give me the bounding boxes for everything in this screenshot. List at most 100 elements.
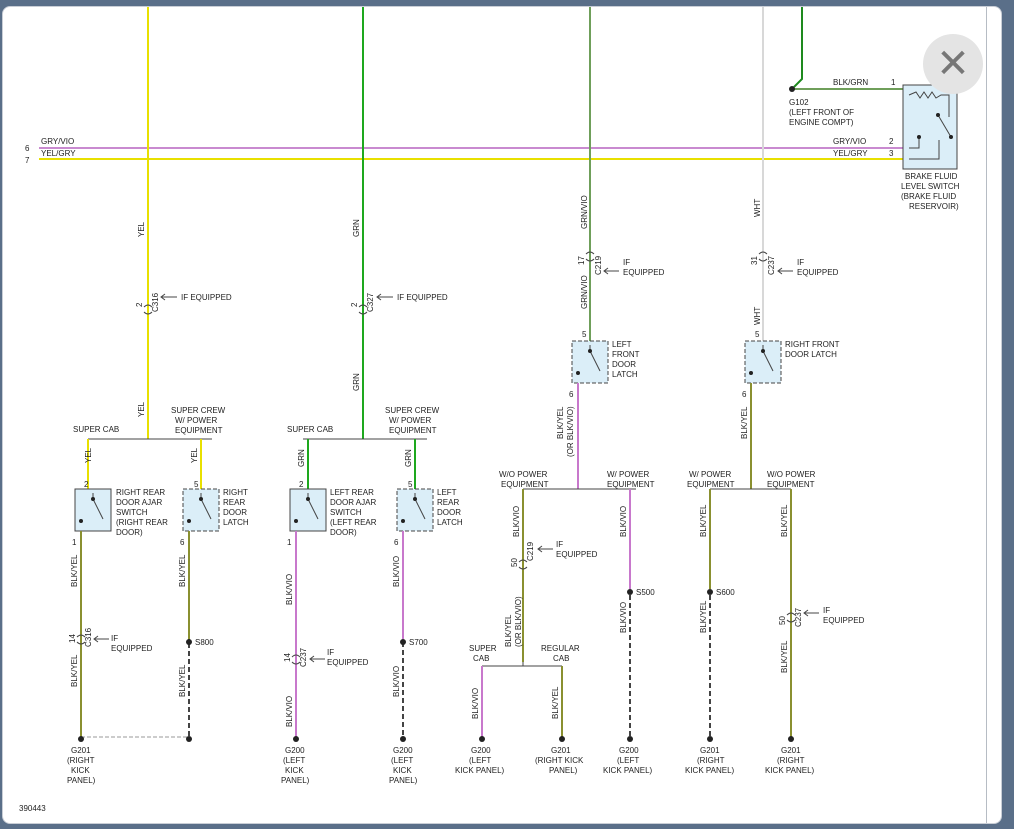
super-cab-lf-1: SUPER bbox=[469, 644, 497, 653]
lr-latch-label-3: DOOR bbox=[437, 508, 461, 517]
regular-cab-lf-1: REGULAR bbox=[541, 644, 580, 653]
wo-power-lf-2: EQUIPMENT bbox=[501, 480, 549, 489]
c237-b-label: C237 bbox=[767, 255, 776, 275]
c219-b-pin: 50 bbox=[510, 558, 519, 567]
brake-switch-contact bbox=[937, 114, 952, 138]
brake-switch-label-1: BRAKE FLUID bbox=[905, 172, 958, 181]
lf-latch-label-4: LATCH bbox=[612, 370, 638, 379]
blk-grn-label: BLK/GRN bbox=[833, 78, 868, 87]
or-blk-vio-lf-label: (OR BLK/VIO) bbox=[566, 406, 575, 457]
brake-switch-internal bbox=[909, 137, 940, 160]
c219-b-arrow bbox=[537, 545, 553, 553]
pin-1-brake-label: 1 bbox=[891, 78, 896, 87]
brake-switch-label-4: RESERVOIR) bbox=[909, 202, 959, 211]
rr-ajar-pin-1: 1 bbox=[72, 538, 77, 547]
lf-latch-label-1: LEFT bbox=[612, 340, 632, 349]
wo-power-rf-2: EQUIPMENT bbox=[767, 480, 815, 489]
lr-ajar-node bbox=[306, 497, 310, 501]
wo-power-rf-1: W/O POWER bbox=[767, 470, 816, 479]
g200-a-loc-2: KICK bbox=[285, 766, 304, 775]
super-cab-lf-2: CAB bbox=[473, 654, 489, 663]
g201-d-loc-2: KICK PANEL) bbox=[765, 766, 815, 775]
g201-d-loc-1: (RIGHT bbox=[777, 756, 805, 765]
c237-b-connector bbox=[758, 251, 768, 262]
brake-switch-node bbox=[949, 135, 953, 139]
lr-ajar-label-4: (LEFT REAR bbox=[330, 518, 377, 527]
lr-ajar-label-2: DOOR AJAR bbox=[330, 498, 376, 507]
c219-if: IF bbox=[623, 258, 630, 267]
g102-ground-dot bbox=[789, 86, 795, 92]
g200-d-loc-2: KICK PANEL) bbox=[603, 766, 653, 775]
grn-vio-label-1: GRN/VIO bbox=[580, 195, 589, 229]
g200-c-label: G200 bbox=[471, 746, 491, 755]
super-crew-2b: W/ POWER bbox=[389, 416, 431, 425]
g102-location-1: (LEFT FRONT OF bbox=[789, 108, 854, 117]
g201-b-loc-1: (RIGHT KICK bbox=[535, 756, 584, 765]
close-button[interactable]: ✕ bbox=[923, 34, 983, 94]
blk-vio-label-b: BLK/VIO bbox=[285, 696, 294, 727]
c316-if-equipped: IF EQUIPPED bbox=[181, 293, 232, 302]
right-rear-door-ajar-switch bbox=[74, 488, 112, 532]
regular-cab-lf-2: CAB bbox=[553, 654, 569, 663]
c237-b-arrow bbox=[777, 267, 793, 275]
c237-b-pin: 31 bbox=[750, 256, 759, 265]
g201-b-loc-2: PANEL) bbox=[549, 766, 578, 775]
brake-switch-node-2 bbox=[917, 135, 921, 139]
lf-latch-label-2: FRONT bbox=[612, 350, 640, 359]
yel-label-2: YEL bbox=[137, 401, 146, 417]
blk-vio-label-c: BLK/VIO bbox=[392, 556, 401, 587]
lr-ajar-label-3: SWITCH bbox=[330, 508, 362, 517]
c316-connector bbox=[143, 304, 153, 315]
g200-a-loc-3: PANEL) bbox=[281, 776, 310, 785]
wht-label-2: WHT bbox=[753, 307, 762, 325]
c237-a-if: IF bbox=[327, 648, 334, 657]
c327-pin: 2 bbox=[350, 302, 359, 307]
g200-d-loc-1: (LEFT bbox=[617, 756, 639, 765]
lr-ajar-label-5: DOOR) bbox=[330, 528, 357, 537]
grn-label-4: GRN bbox=[404, 449, 413, 467]
grn-label-3: GRN bbox=[297, 449, 306, 467]
s700-splice bbox=[400, 639, 406, 645]
lr-latch-node bbox=[413, 497, 417, 501]
lf-latch-label-3: DOOR bbox=[612, 360, 636, 369]
rr-ajar-label-1: RIGHT REAR bbox=[116, 488, 165, 497]
c237-a-connector bbox=[291, 654, 301, 665]
rr-latch-label-2: REAR bbox=[223, 498, 245, 507]
rr-latch-label-4: LATCH bbox=[223, 518, 249, 527]
c316-b-equipped: EQUIPPED bbox=[111, 644, 153, 653]
g201-a-ground bbox=[78, 736, 84, 742]
g201-a-loc-3: PANEL) bbox=[67, 776, 96, 785]
g201-c-loc-1: (RIGHT bbox=[697, 756, 725, 765]
w-power-lf-2: EQUIPMENT bbox=[607, 480, 655, 489]
c327-arrow bbox=[376, 293, 393, 301]
diagram-canvas: 6 7 GRY/VIO YEL/GRY GRY/VIO YEL/GRY 2 3 … bbox=[11, 7, 987, 823]
c219-b-label: C219 bbox=[526, 541, 535, 561]
c219-label: C219 bbox=[594, 255, 603, 275]
rf-latch-pin: 5 bbox=[755, 330, 760, 339]
blk-yel-rf-wop-label-2: BLK/YEL bbox=[780, 640, 789, 673]
pin-2-brake-label: 2 bbox=[889, 137, 894, 146]
c237-b-equipped: EQUIPPED bbox=[797, 268, 839, 277]
blk-yel-lf-label-2: BLK/YEL bbox=[504, 614, 513, 647]
rr-ajar-node-2 bbox=[79, 519, 83, 523]
rr-latch-label-3: DOOR bbox=[223, 508, 247, 517]
c316-b-connector bbox=[76, 634, 86, 645]
rr-ajar-pin: 2 bbox=[84, 480, 89, 489]
c219-arrow bbox=[603, 267, 619, 275]
lr-latch-pin-6: 6 bbox=[394, 538, 399, 547]
c237-c-equipped: EQUIPPED bbox=[823, 616, 865, 625]
blk-yel-rf-wp-label: BLK/YEL bbox=[699, 504, 708, 537]
g200-b-label: G200 bbox=[393, 746, 413, 755]
close-icon: ✕ bbox=[936, 41, 970, 87]
lr-latch-label-4: LATCH bbox=[437, 518, 463, 527]
c316-arrow bbox=[160, 293, 177, 301]
rf-latch-pin-6: 6 bbox=[742, 390, 747, 399]
g201-b-label: G201 bbox=[551, 746, 571, 755]
blk-yel-lf-label: BLK/YEL bbox=[556, 406, 565, 439]
super-crew-2a: SUPER CREW bbox=[385, 406, 440, 415]
or-blk-vio-lf-label-2: (OR BLK/VIO) bbox=[514, 596, 523, 647]
brake-switch-resistor bbox=[908, 91, 950, 117]
rf-latch-label-1: RIGHT FRONT bbox=[785, 340, 840, 349]
blk-yel-label-d: BLK/YEL bbox=[178, 664, 187, 697]
yel-label-3: YEL bbox=[84, 447, 93, 463]
